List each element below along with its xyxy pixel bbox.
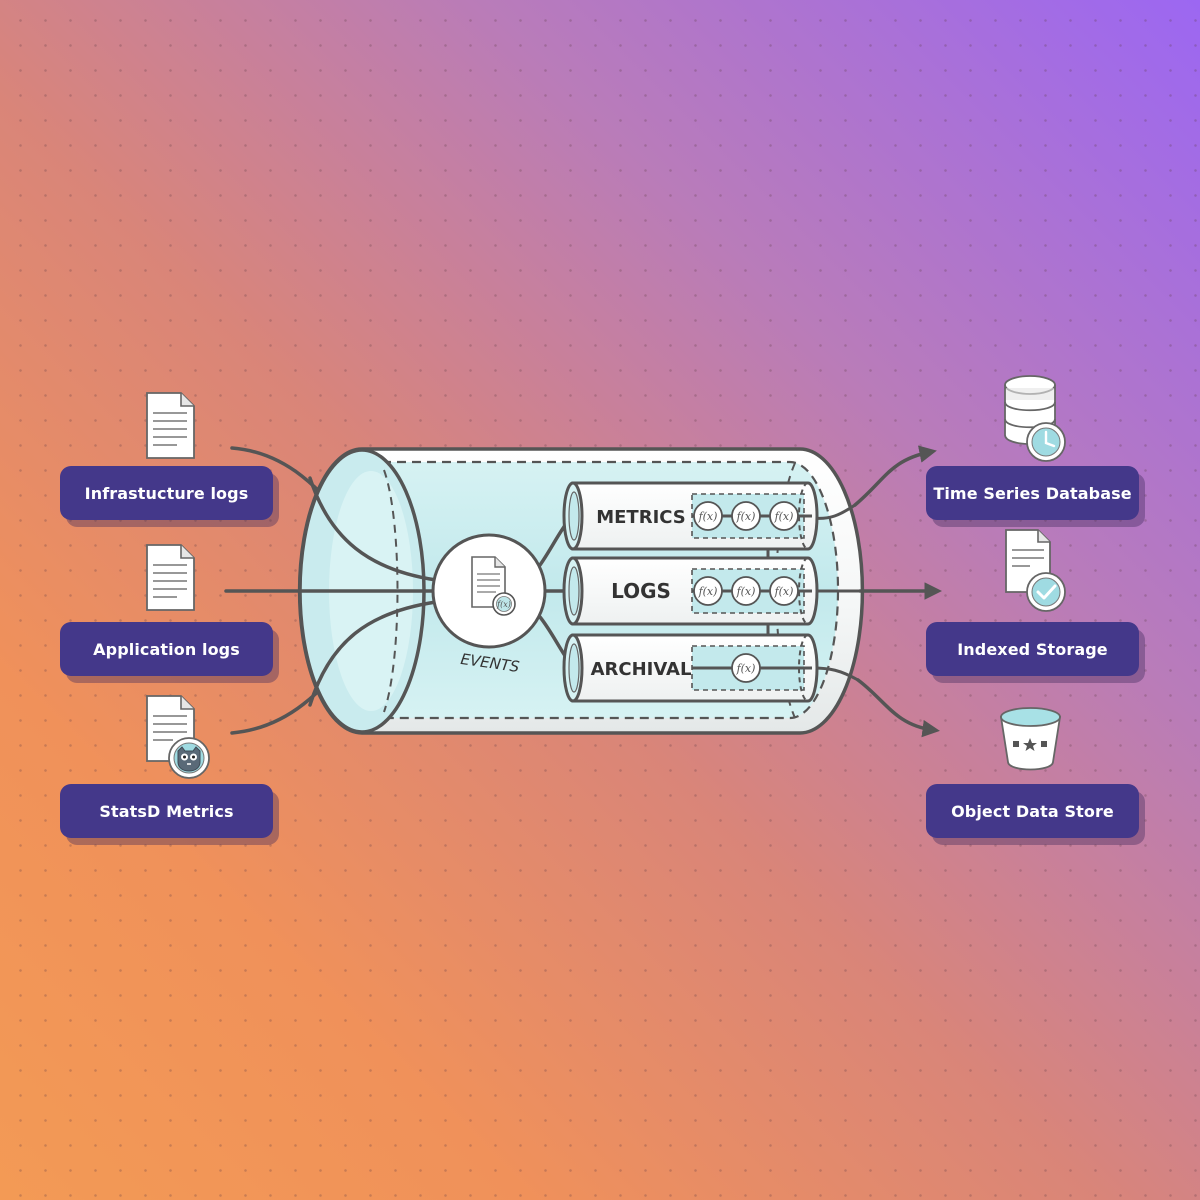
function-node-icon: f(x) (693, 576, 723, 606)
destination-label: Time Series Database (933, 483, 1132, 503)
stream-label: LOGS (611, 579, 671, 603)
source-label: Application logs (93, 639, 240, 659)
destination-label: Indexed Storage (957, 639, 1108, 659)
document-check-icon (1005, 529, 1066, 612)
svg-text:f(x): f(x) (736, 662, 756, 675)
output-flows (853, 445, 942, 738)
output-arrow-object-store (856, 678, 940, 738)
function-node-icon: f(x) (693, 501, 723, 531)
svg-text:f(x): f(x) (698, 585, 718, 598)
source-label: Infrastucture logs (84, 483, 249, 503)
svg-text:f(x): f(x) (736, 585, 756, 598)
events-node: f(x) (431, 533, 547, 649)
source-infrastructure-logs[interactable]: Infrastucture logs (60, 466, 273, 520)
svg-text:f(x): f(x) (698, 510, 718, 523)
source-label: StatsD Metrics (99, 801, 234, 821)
events-document-icon (471, 556, 506, 608)
destination-object-data-store[interactable]: Object Data Store (926, 784, 1139, 838)
document-icon (146, 392, 195, 459)
destination-indexed-storage[interactable]: Indexed Storage (926, 622, 1139, 676)
svg-text:f(x): f(x) (736, 510, 756, 523)
source-statsd-metrics[interactable]: StatsD Metrics (60, 784, 273, 838)
function-badge-icon: f(x) (492, 592, 516, 616)
stream-tube-metrics: METRICS f(x) f(x) f(x) (562, 481, 819, 551)
stream-label: METRICS (596, 507, 686, 528)
statsd-badge-icon (168, 737, 210, 779)
svg-text:f(x): f(x) (774, 510, 794, 523)
stream-tube-archival: ARCHIVAL f(x) (562, 633, 819, 703)
bucket-icon (999, 707, 1062, 771)
database-clock-icon (1004, 375, 1066, 462)
function-node-icon: f(x) (731, 576, 761, 606)
function-node-icon: f(x) (731, 501, 761, 531)
function-node-icon: f(x) (769, 501, 799, 531)
svg-text:f(x): f(x) (774, 585, 794, 598)
stream-tube-logs: LOGS f(x) f(x) f(x) (562, 556, 819, 626)
function-node-icon: f(x) (769, 576, 799, 606)
function-node-icon: f(x) (731, 653, 761, 683)
destination-time-series-database[interactable]: Time Series Database (926, 466, 1139, 520)
function-badge-label: f(x) (496, 600, 511, 609)
stream-label: ARCHIVAL (591, 659, 692, 680)
output-arrow-time-series (853, 445, 937, 507)
source-application-logs[interactable]: Application logs (60, 622, 273, 676)
statsd-document-icon (146, 695, 210, 779)
document-icon (146, 544, 195, 611)
destination-label: Object Data Store (951, 801, 1114, 821)
